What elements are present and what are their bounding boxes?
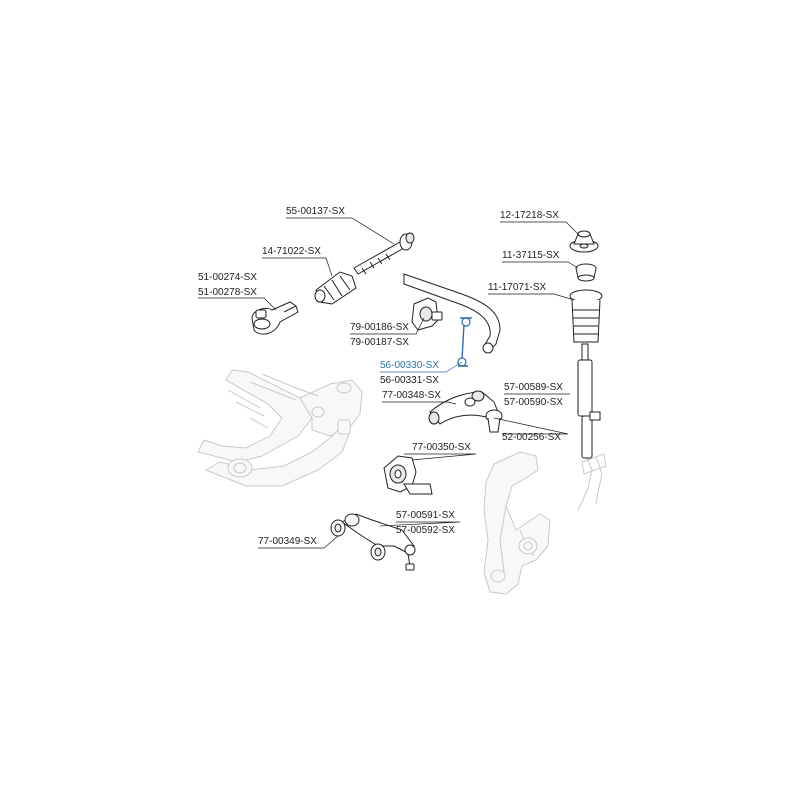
leader-lines xyxy=(198,217,581,549)
label-12-17218[interactable]: 12-17218-SX xyxy=(500,210,559,221)
label-79-00186[interactable]: 79-00186-SX xyxy=(350,322,409,333)
label-77-00348[interactable]: 77-00348-SX xyxy=(382,390,441,401)
label-11-17071[interactable]: 11-17071-SX xyxy=(488,282,547,293)
label-56-00331[interactable]: 56-00331-SX xyxy=(380,375,439,386)
label-55-00137[interactable]: 55-00137-SX xyxy=(286,206,345,217)
label-56-00330-highlighted[interactable]: 56-00330-SX xyxy=(380,360,439,371)
label-51-00274[interactable]: 51-00274-SX xyxy=(198,272,257,283)
label-79-00187[interactable]: 79-00187-SX xyxy=(350,337,409,348)
steering-knuckle-background xyxy=(483,451,551,595)
label-14-71022[interactable]: 14-71022-SX xyxy=(262,246,321,257)
stabilizer-bushing xyxy=(411,297,443,331)
label-52-00256[interactable]: 52-00256-SX xyxy=(502,432,561,443)
brake-line-background xyxy=(577,453,607,511)
label-57-00590[interactable]: 57-00590-SX xyxy=(504,397,563,408)
shock-absorber xyxy=(577,343,601,459)
label-57-00592[interactable]: 57-00592-SX xyxy=(396,525,455,536)
inner-tie-rod xyxy=(353,232,415,275)
outer-tie-rod-end xyxy=(251,301,299,335)
part-number-labels: 55-00137-SX 14-71022-SX 51-00274-SX 51-0… xyxy=(198,206,563,547)
lower-control-arm xyxy=(341,513,416,571)
label-77-00350[interactable]: 77-00350-SX xyxy=(412,442,471,453)
stabilizer-bar xyxy=(403,273,501,354)
label-51-00278[interactable]: 51-00278-SX xyxy=(198,287,257,298)
steering-rack-boot xyxy=(314,271,357,305)
strut-bearing xyxy=(575,263,597,282)
label-57-00591[interactable]: 57-00591-SX xyxy=(396,510,455,521)
label-77-00349[interactable]: 77-00349-SX xyxy=(258,536,317,547)
label-57-00589[interactable]: 57-00589-SX xyxy=(504,382,563,393)
strut-mount xyxy=(569,230,599,253)
label-11-37115[interactable]: 11-37115-SX xyxy=(502,250,560,261)
subframe-background xyxy=(197,369,363,487)
upper-ball-joint xyxy=(485,409,503,433)
stabilizer-link-highlighted xyxy=(457,317,472,367)
upper-arm-bushings xyxy=(464,397,476,407)
upper-control-arm xyxy=(428,390,499,425)
lower-arm-bushing xyxy=(383,455,433,495)
strut-dust-boot xyxy=(569,289,603,343)
